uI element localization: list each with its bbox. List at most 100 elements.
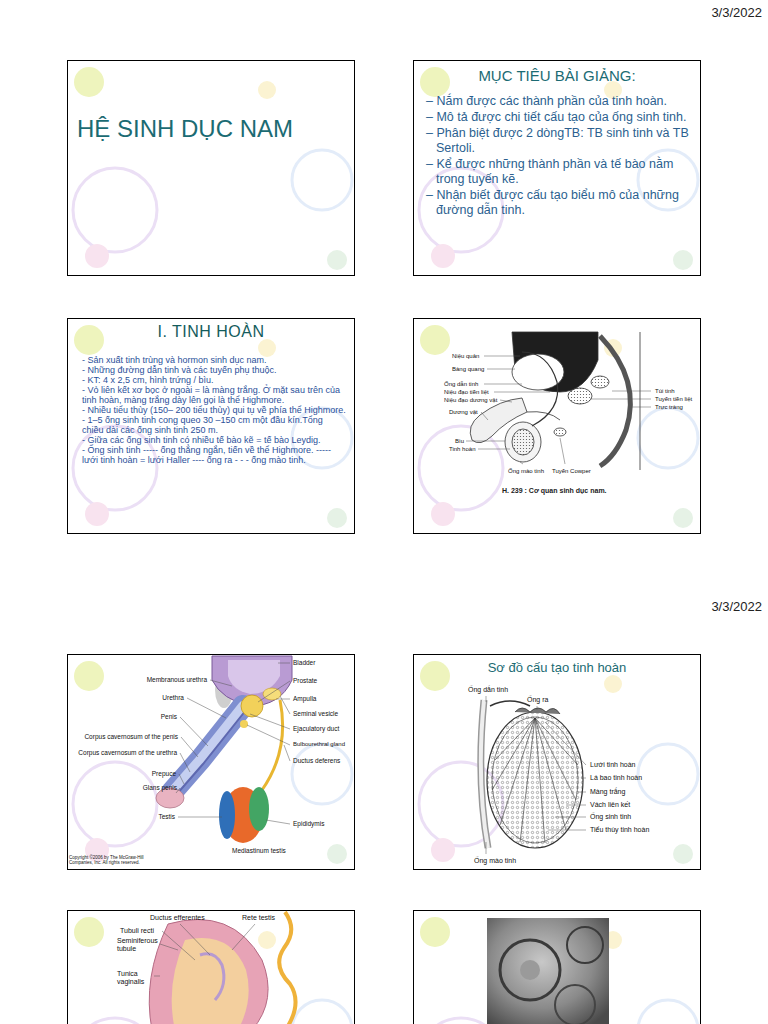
label-holder: Glans penis	[0, 784, 177, 792]
label-holder: Seminal vesicle	[293, 710, 338, 718]
label-holder: Bìu	[455, 438, 464, 445]
label-holder: Tunica vaginalis	[117, 970, 151, 987]
content-item: - Nhiều tiểu thùy (150– 200 tiểu thùy) q…	[68, 405, 354, 415]
balloon	[420, 917, 450, 947]
balloon	[258, 339, 276, 357]
balloon	[327, 250, 347, 270]
part-label: Trực tràng	[655, 404, 683, 411]
objective-item: – Mô tả được chi tiết cấu tạo của ống si…	[414, 110, 700, 125]
label-holder: Epididymis	[293, 820, 324, 828]
slide-heading: Sơ đồ cấu tạo tinh hoàn	[414, 660, 700, 675]
balloon	[258, 931, 276, 949]
anatomy-drawing	[481, 700, 583, 848]
anatomy-drawing	[149, 912, 295, 1024]
content-item: - Những đường dẫn tinh và các tuyến phụ …	[68, 365, 354, 375]
part-label: Glans penis	[0, 784, 177, 792]
balloon	[327, 844, 347, 864]
part-label: Ống dẫn tinh	[468, 686, 508, 694]
label-holder: 3/3/2022	[462, 599, 762, 615]
objective-item: – Nhận biết được cấu tạo biểu mô của nhữ…	[414, 188, 700, 218]
label-holder: Tubuli recti	[120, 927, 154, 935]
objective-item: – Kể được những thành phần và tế bào nằm…	[414, 157, 700, 187]
balloon	[431, 502, 455, 526]
leader-line	[176, 663, 290, 824]
label-holder: Bladder	[293, 659, 315, 667]
part-label: Ductus efferentes	[150, 914, 205, 922]
slide-frame	[68, 655, 701, 1024]
label-holder: Niệu đạo tiền liệt	[444, 389, 489, 396]
label-holder: Membranous urethra	[0, 676, 207, 684]
label-holder: Corpus cavernosum of the penis	[0, 733, 178, 741]
label-holder: Ductus deferens	[293, 757, 340, 765]
content-item: - 1–5 ống sinh tinh cong queo 30 –150 cm…	[68, 415, 354, 435]
content-slide: I. TINH HOÀN- Sản xuất tinh trùng và hor…	[67, 318, 355, 534]
balloon	[604, 675, 622, 693]
part-label: Niệu đạo dương vật	[444, 397, 497, 404]
label-holder: Prostate	[293, 677, 317, 685]
balloon	[420, 325, 450, 355]
label-holder: Corpus cavernosum of the urethra	[0, 749, 177, 757]
objectives-slide: MỤC TIÊU BÀI GIẢNG:– Nắm được các thành …	[413, 60, 701, 276]
label-holder: Niệu quản	[452, 353, 479, 360]
part-label: Prostate	[293, 677, 317, 685]
slide-title: HỆ SINH DỤC NAM	[68, 115, 354, 143]
part-label: Epididymis	[293, 820, 324, 828]
part-label: Copyright ©2006 by The McGraw-Hill Compa…	[69, 855, 149, 866]
part-label: Niệu quản	[452, 353, 479, 360]
part-label: Niệu đạo tiền liệt	[444, 389, 489, 396]
part-label: Ống dẫn tinh	[444, 381, 478, 388]
label-holder: Ejaculatory duct	[293, 725, 339, 733]
balloon	[258, 81, 276, 99]
label-holder: Rete testis	[242, 914, 275, 922]
part-label: Lưới tinh hoàn	[590, 761, 635, 769]
leader-line	[154, 924, 255, 976]
balloon	[74, 661, 104, 691]
label-holder: Bàng quang	[452, 366, 484, 373]
part-label: Prepuce	[0, 770, 176, 778]
balloon	[327, 508, 347, 528]
part-label: Màng trắng	[590, 788, 625, 796]
label-holder: Túi tinh	[655, 388, 675, 395]
part-label: Tubuli recti	[120, 927, 154, 935]
balloon	[85, 502, 109, 526]
label-holder: Bulbourethral gland	[293, 741, 345, 748]
balloon	[420, 67, 450, 97]
label-holder: Màng trắng	[590, 788, 625, 796]
content-item: - Sản xuất tinh trùng và hormon sinh dục…	[68, 355, 354, 365]
part-label: Dương vật	[449, 409, 478, 416]
balloon	[73, 762, 157, 846]
part-label: Seminiferous tubule	[117, 937, 157, 954]
balloon	[73, 168, 157, 252]
balloon	[74, 917, 104, 947]
balloon	[673, 508, 693, 528]
label-holder: Tuyến tiền liệt	[655, 396, 692, 403]
part-label: Túi tinh	[655, 388, 675, 395]
part-label: Tinh hoàn	[449, 446, 475, 453]
part-label: Corpus cavernosum of the urethra	[0, 749, 177, 757]
balloon	[419, 426, 503, 510]
balloon	[673, 844, 693, 864]
label-holder: 3/3/2022	[462, 5, 762, 21]
label-holder: Ống ra	[527, 696, 548, 704]
balloon	[431, 838, 455, 862]
content-item: - KT: 4 x 2,5 cm, hình trứng / bìu.	[68, 375, 354, 385]
balloon	[292, 1000, 352, 1024]
slide-heading: MỤC TIÊU BÀI GIẢNG:	[414, 67, 700, 84]
label-holder: Mediastinum testis	[232, 847, 286, 855]
part-label: Ống mào tinh	[474, 857, 516, 865]
label-holder: Testis	[0, 813, 175, 821]
balloon	[420, 661, 450, 691]
balloon	[85, 244, 109, 268]
part-label: Bàng quang	[452, 366, 484, 373]
leader-line	[466, 356, 651, 464]
label-holder: Ống dẫn tinh	[444, 381, 478, 388]
part-label: Bulbourethral gland	[293, 741, 345, 748]
label-holder: Ống sinh tinh	[590, 813, 631, 821]
part-label: Testis	[0, 813, 175, 821]
part-label: Bìu	[455, 438, 464, 445]
label-holder: Tiểu thùy tinh hoàn	[590, 826, 649, 834]
balloon	[638, 1000, 698, 1024]
label-holder: Ống dẫn tinh	[468, 686, 508, 694]
part-label: Penis	[0, 713, 177, 721]
